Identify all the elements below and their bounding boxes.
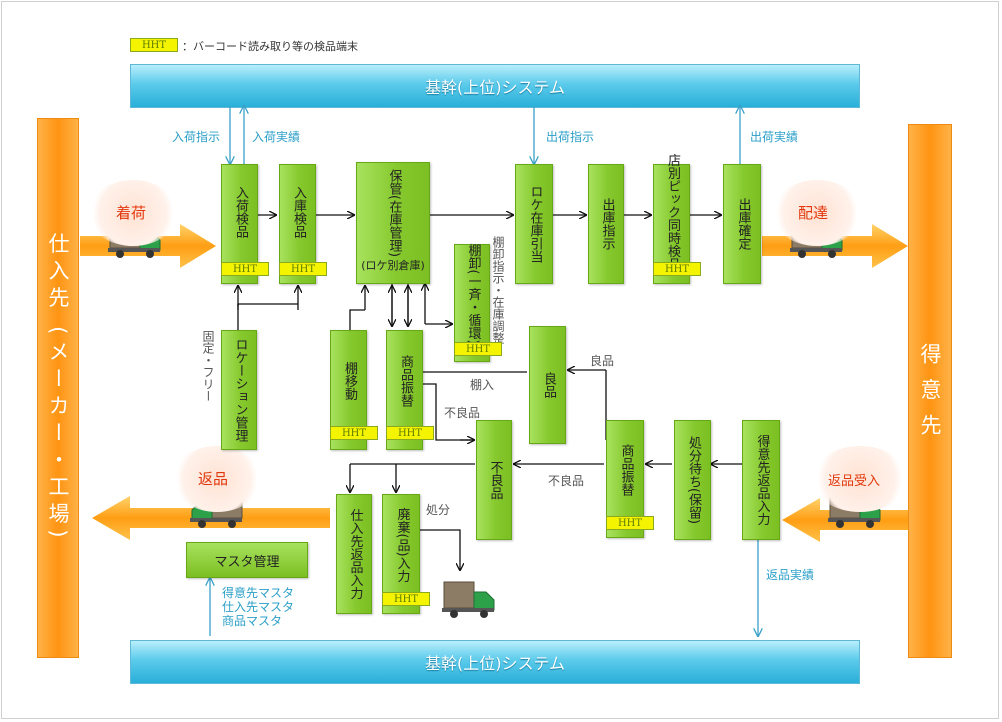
return-circle — [172, 446, 262, 512]
hht-badge: HHT — [382, 592, 430, 606]
hht-badge: HHT — [386, 426, 434, 440]
box-shipping-instruction: 出庫指示 — [588, 164, 624, 284]
box-label: 店別ピック同時検品 — [664, 153, 680, 271]
box-label: 商品振替 — [618, 443, 634, 496]
box-location-management: ロケーション管理 — [221, 330, 257, 450]
box-disposal-wait: 処分待ち(保留) — [674, 420, 711, 540]
good-label: 良品 — [590, 354, 615, 368]
box-label: 棚移動 — [341, 361, 357, 401]
defect-label-1: 不良品 — [444, 406, 481, 420]
inventory-adjust-label: 棚卸指示・在庫調整 — [491, 236, 505, 344]
arrival-instruction-label: 入荷指示 — [172, 130, 221, 144]
fixed-free-label: 固定・フリー — [201, 330, 215, 402]
box-sublabel: (ロケ別倉庫) — [361, 259, 425, 272]
box-label: 入庫検品 — [290, 186, 306, 239]
box-label: 商品振替 — [397, 354, 413, 407]
hht-badge: HHT — [606, 516, 654, 530]
hht-badge: HHT — [279, 262, 327, 276]
disposal-label: 処分 — [426, 503, 451, 517]
defect-label-2: 不良品 — [548, 474, 585, 488]
supplier-label: 仕入先 (メーカー・工場) — [46, 232, 70, 544]
box-label: ロケ在庫引当 — [527, 185, 543, 263]
master-label-1: 得意先マスタ — [222, 586, 295, 600]
truck-icon-disposal — [442, 581, 495, 618]
shipping-result-label: 出荷実績 — [750, 130, 799, 144]
box-master-management: マスタ管理 — [186, 542, 308, 578]
box-shipping-confirm: 出庫確定 — [723, 164, 761, 284]
box-supplier-return: 仕入先返品入力 — [336, 494, 372, 614]
delivery-label: 配達 — [798, 204, 829, 222]
box-good-item: 良品 — [529, 326, 566, 444]
return-receive-circle — [812, 446, 908, 512]
hht-badge: HHT — [330, 426, 378, 440]
box-defect-item: 不良品 — [476, 420, 512, 540]
hht-badge: HHT — [454, 342, 502, 356]
box-label: 出庫確定 — [735, 198, 751, 250]
box-label: ロケーション管理 — [232, 338, 248, 442]
legend-text: ：バーコード読み取り等の検品端末 — [182, 40, 358, 53]
box-storage: 保管(在庫管理) (ロケ別倉庫) — [356, 162, 430, 284]
core-system-top: 基幹(上位)システム — [130, 64, 860, 108]
box-label: 不良品 — [487, 460, 503, 500]
shelve-in-label: 棚入 — [470, 378, 495, 392]
box-label: 処分待ち(保留) — [685, 435, 701, 525]
customer-label: 得 意 先 — [918, 342, 942, 440]
shipping-instruction-label: 出荷指示 — [546, 130, 595, 144]
box-label: 仕入先返品入力 — [347, 508, 363, 600]
arrival-result-label: 入荷実績 — [252, 130, 301, 144]
return-receive-label: 返品受入 — [828, 474, 881, 489]
hht-badge: HHT — [221, 262, 269, 276]
box-label: 出庫指示 — [599, 198, 615, 250]
box-customer-return: 得意先返品入力 — [742, 420, 780, 540]
delivery-circle — [772, 180, 862, 246]
legend-hht-badge: HHT — [130, 38, 178, 52]
return-label: 返品 — [198, 470, 229, 488]
box-label: 保管(在庫管理) — [386, 169, 402, 258]
box-label: 棚卸(一斉・循環) — [465, 243, 481, 345]
master-label-2: 仕入先マスタ — [222, 600, 295, 614]
box-location-allocation: ロケ在庫引当 — [515, 164, 553, 284]
master-label-3: 商品マスタ — [222, 614, 283, 628]
hht-badge: HHT — [653, 262, 701, 276]
box-label: 廃棄(品)入力 — [394, 506, 410, 583]
box-label: 得意先返品入力 — [754, 434, 770, 526]
customer-bar: 得 意 先 — [908, 124, 952, 658]
arrival-label: 着荷 — [116, 204, 147, 222]
box-label: 入荷検品 — [232, 186, 248, 239]
box-label: 良品 — [540, 372, 556, 398]
return-result-label: 返品実績 — [766, 568, 815, 582]
arrival-circle — [88, 180, 178, 246]
core-system-bottom: 基幹(上位)システム — [130, 640, 860, 684]
supplier-bar: 仕入先 (メーカー・工場) — [37, 118, 79, 658]
